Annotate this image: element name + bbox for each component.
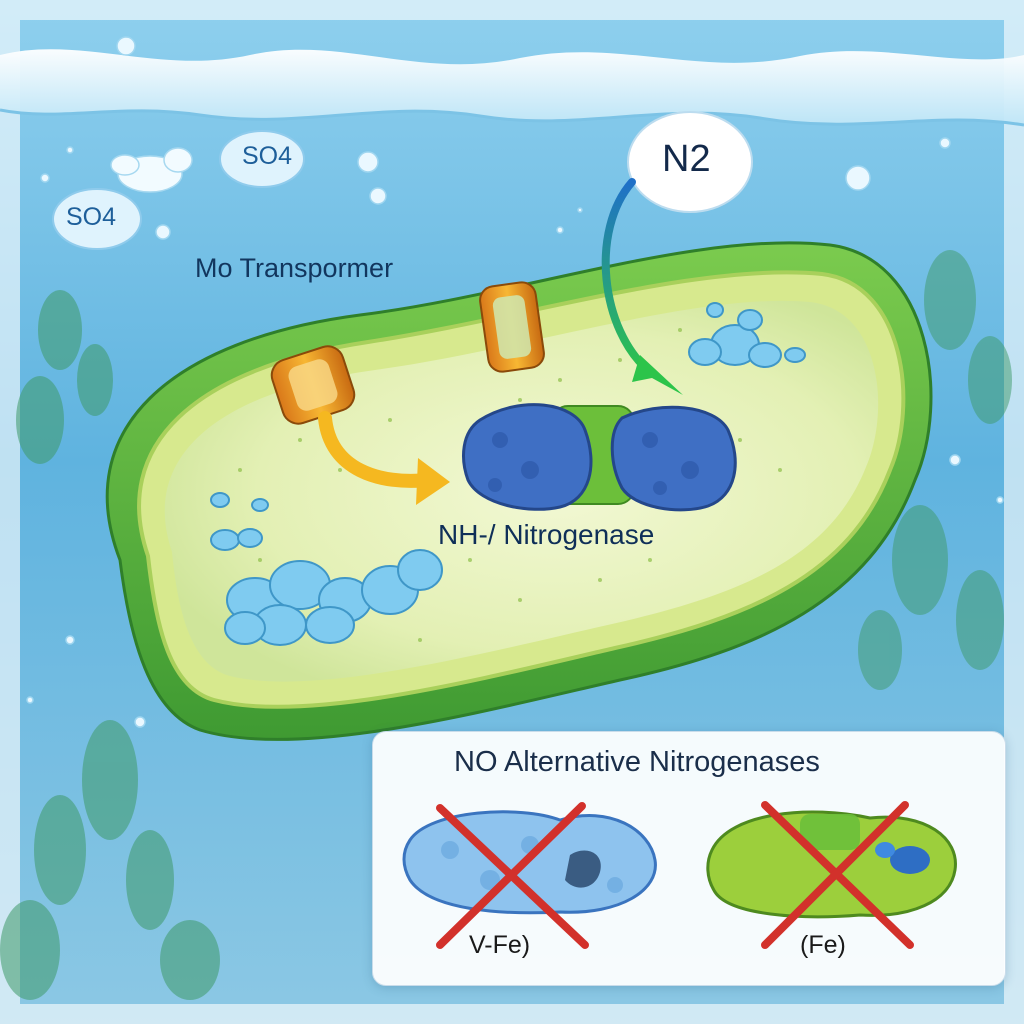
v-fe-label: V-Fe) [469, 931, 531, 959]
n2-arrow [601, 178, 654, 376]
mo-transport-arrowhead [416, 458, 450, 505]
mo-transporter-2 [479, 281, 545, 373]
n2-bubble [627, 111, 753, 213]
water-surface-line [0, 108, 1024, 127]
v-fe-cross-overlay [436, 802, 589, 949]
nitrogenase-complex [462, 403, 737, 512]
fe-cross-overlay [761, 801, 914, 949]
molecule-cluster-large [224, 549, 443, 646]
n2-arrowhead [632, 355, 683, 395]
so4-bubble-cloud [110, 147, 193, 193]
cytoplasm-speckles [238, 328, 782, 642]
so4-bubble-top [219, 130, 305, 188]
molecule-cluster-small [210, 492, 269, 551]
water-surface [0, 49, 1024, 125]
molecule-cluster-right [688, 302, 806, 368]
mo-transport-arrow [318, 411, 435, 488]
so4-label-top: SO4 [242, 142, 293, 170]
n2-label: N2 [662, 138, 711, 180]
fe-label: (Fe) [800, 931, 846, 959]
mo-transporter-1 [270, 345, 356, 425]
panel-title: NO Alternative Nitrogenases [454, 746, 820, 778]
nitrogenase-label: NH-/ Nitrogenase [438, 519, 655, 550]
seaweed-left [0, 290, 220, 1000]
so4-bubble-left [52, 188, 142, 250]
seaweed-right [858, 250, 1012, 690]
mo-transporter-label: Mo Transpormer [195, 253, 394, 283]
so4-label-left: SO4 [66, 203, 117, 231]
